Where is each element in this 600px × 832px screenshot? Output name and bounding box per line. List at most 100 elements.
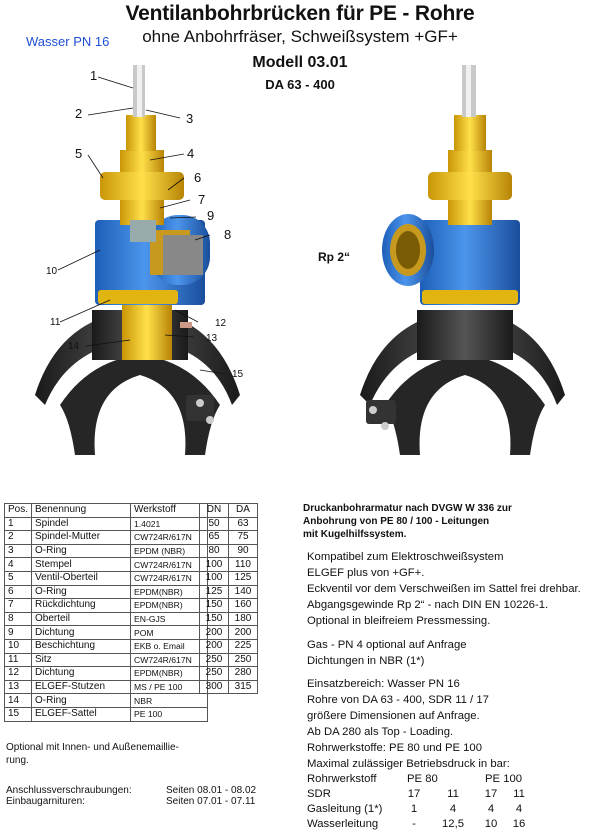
einbau-pages: Seiten 07.01 - 07.11 [166,796,256,807]
cell: 200 [228,625,258,640]
cell: Dichtung [31,666,132,681]
cell: 14 [3,693,33,708]
cell: 2 [3,530,33,545]
header-da: DA [228,503,258,518]
cell: 110 [228,557,258,572]
cell: Ventil-Oberteil [31,570,132,586]
cell: 7 [3,598,33,613]
cell: 125 [199,584,229,600]
cell: 6 [3,584,33,600]
einbau-label: Einbaugarnituren: [6,796,85,807]
feature-line: Eckventil vor dem Verschweißen im Sattel… [307,583,581,595]
callout-8: 8 [224,227,232,242]
cell: 315 [228,679,258,695]
pressure-cell: 11 [513,788,525,800]
usage-line: größere Dimensionen auf Anfrage. [307,710,480,722]
feature-line: Abgangsgewinde Rp 2“ - nach DIN EN 10226… [307,599,549,611]
cell: 150 [199,598,229,613]
callout-12: 12 [215,318,227,329]
cell: Spindel [31,516,132,532]
cell: 90 [228,543,258,559]
gas-line: Dichtungen in NBR (1*) [307,655,425,667]
pressure-cell: 4 [487,803,495,815]
cell: EN-GJS [130,611,209,627]
intro-line: mit Kugelhilfssystem. [303,529,407,540]
gas-line: Gas - PN 4 optional auf Anfrage [307,639,467,651]
page-references: Anschlussverschraubungen:Seiten 08.01 - … [6,785,256,807]
pressure-cell: 12,5 [442,818,464,830]
callout-lines [57,76,226,375]
callout-11: 11 [50,317,61,328]
callout-1: 1 [90,68,98,83]
pressure-cell: 4 [449,803,457,815]
callout-15: 15 [232,369,244,380]
pressure-cell: 11 [447,788,459,800]
pressure-cell: 16 [512,818,526,830]
callout-5: 5 [75,146,83,161]
callout-2: 2 [75,106,83,121]
cell: EPDM (NBR) [130,543,209,559]
cell: EPDM(NBR) [130,584,209,600]
cell: 13 [3,679,33,695]
cell: 9 [3,625,33,640]
enamel-note-line: rung. [6,755,29,766]
cell: Dichtung [31,625,132,640]
cell: 50 [199,516,229,532]
cell: CW724R/617N [130,530,209,545]
callout-10: 10 [46,266,58,277]
cell: 180 [228,611,258,627]
cell: 1.4021 [130,516,209,532]
callout-13: 13 [206,333,218,344]
cutaway-valve [35,65,240,455]
cell: 225 [228,638,258,654]
cell: 63 [228,516,258,532]
pressure-header-row: Rohrwerkstoff PE 80 PE 100 [307,771,597,786]
cell: NBR [130,693,209,708]
cell: ELGEF-Sattel [31,706,132,722]
cell: Beschichtung [31,638,132,654]
callout-9: 9 [207,208,215,223]
usage-line: Maximal zulässiger Betriebsdruck in bar: [307,758,510,770]
cell: 1 [3,516,33,532]
cell: O-Ring [31,584,132,600]
page-title: Ventilanbohrbrücken für PE - Rohre [125,2,475,25]
cell: 200 [199,638,229,654]
cell: Stempel [31,557,132,572]
cell: 300 [199,679,229,695]
pressure-row: SDR 17 11 17 11 [307,786,597,801]
usage-line: Ab DA 280 als Top - Loading. [307,726,454,738]
cell: 12 [3,666,33,681]
header-material: Werkstoff [130,503,209,518]
pressure-row: Gasleitung (1*) 1 4 4 4 [307,801,597,816]
header-pos: Pos. [3,503,33,518]
description-intro: Druckanbohrarmatur nach DVGW W 336 zur A… [303,502,593,541]
anschluss-pages: Seiten 08.01 - 08.02 [166,785,257,796]
cell: Oberteil [31,611,132,627]
feature-line: Optional in bleifreiem Pressmessing. [307,615,491,627]
intro-line: Druckanbohrarmatur nach DVGW W 336 zur [303,503,512,514]
cell: EPDM(NBR) [130,598,209,613]
cell: MS / PE 100 [130,679,209,695]
pressure-row: Wasserleitung - 12,5 10 16 [307,816,597,831]
thread-label: Rp 2“ [318,250,351,264]
cell: 100 [199,557,229,572]
usage-line: Rohre von DA 63 - 400, SDR 11 / 17 [307,694,489,706]
